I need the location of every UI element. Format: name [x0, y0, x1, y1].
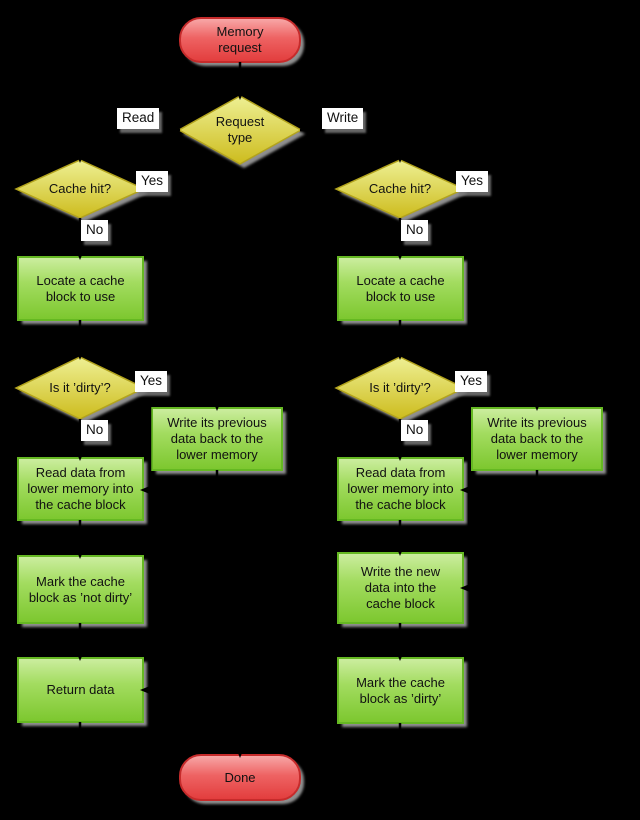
arrowhead	[395, 249, 405, 260]
arrowhead	[75, 450, 85, 461]
is-dirty-read-label: Is it ’dirty’?	[49, 379, 111, 395]
edge-label-no-cachehit-write: No	[401, 220, 429, 241]
edge-type-write	[300, 128, 402, 157]
done-label: Done	[224, 769, 256, 785]
arrowhead	[235, 747, 245, 758]
arrowhead	[460, 485, 471, 495]
request-type-label: Request type	[215, 114, 265, 145]
node-layer	[14, 17, 603, 801]
arrowhead	[395, 450, 405, 461]
arrowhead	[395, 650, 405, 661]
arrowhead	[460, 583, 471, 593]
cache-hit-read-label: Cache hit?	[48, 181, 112, 197]
edge-label-yes-cachehit-write: Yes	[456, 171, 489, 192]
edge-dirty-write-yes	[464, 386, 539, 405]
arrowhead	[395, 152, 405, 163]
arrowhead	[235, 89, 245, 100]
edge-label-yes-dirty-write: Yes	[455, 371, 488, 392]
arrowhead	[212, 400, 222, 411]
arrowhead	[532, 400, 542, 411]
return-data-node	[17, 657, 144, 723]
locate-block-write-node	[337, 256, 464, 321]
edge-label-no-dirty-write: No	[401, 420, 429, 441]
mark-not-dirty-label: Mark the cache block as ’not dirty’	[28, 573, 133, 605]
edge-writeback-read-out	[152, 470, 219, 492]
writeback-read-node	[151, 407, 283, 471]
edge-label-read: Read	[117, 108, 160, 129]
cache-hit-write-label: Cache hit?	[368, 181, 432, 197]
arrowhead	[395, 545, 405, 556]
mark-dirty-node	[337, 657, 464, 724]
mark-not-dirty-node	[17, 555, 144, 624]
writeback-write-label: Write its previous data back to the lowe…	[487, 415, 587, 462]
arrowhead	[75, 650, 85, 661]
write-new-data-label: Write the new data into the cache block	[360, 564, 441, 611]
locate-block-write-label: Locate a cache block to use	[356, 272, 445, 304]
edge-label-write: Write	[322, 108, 364, 129]
edge-label-no-cachehit-read: No	[81, 220, 109, 241]
locate-block-read-label: Locate a cache block to use	[36, 272, 125, 304]
is-dirty-write-label: Is it ’dirty’?	[369, 379, 431, 395]
writeback-read-label: Write its previous data back to the lowe…	[167, 415, 267, 462]
edge-label-yes-dirty-read: Yes	[135, 371, 168, 392]
arrowhead	[75, 349, 85, 360]
arrowhead	[395, 349, 405, 360]
arrowhead	[75, 548, 85, 559]
edge-label-yes-cachehit-read: Yes	[136, 171, 169, 192]
edge-return-to-done	[78, 722, 242, 752]
mark-dirty-label: Mark the cache block as ’dirty’	[356, 674, 445, 706]
edge-label-no-dirty-read: No	[81, 420, 109, 441]
edge-markdirty-to-done	[240, 723, 402, 742]
arrowhead	[140, 685, 151, 695]
read-lower-memory-write-label: Read data from lower memory into the cac…	[347, 465, 454, 512]
arrowhead	[75, 152, 85, 163]
memory-request-label: Memory request	[216, 24, 264, 55]
request-type-decision	[177, 95, 303, 165]
edge-type-read	[78, 128, 180, 157]
arrowhead	[75, 249, 85, 260]
edge-writeback-write-out	[472, 470, 539, 492]
return-data-label: Return data	[46, 682, 115, 698]
edge-dirty-read-yes	[144, 386, 219, 405]
writeback-write-node	[471, 407, 603, 471]
arrowhead	[140, 485, 151, 495]
locate-block-read-node	[17, 256, 144, 321]
read-lower-memory-read-label: Read data from lower memory into the cac…	[27, 465, 134, 512]
